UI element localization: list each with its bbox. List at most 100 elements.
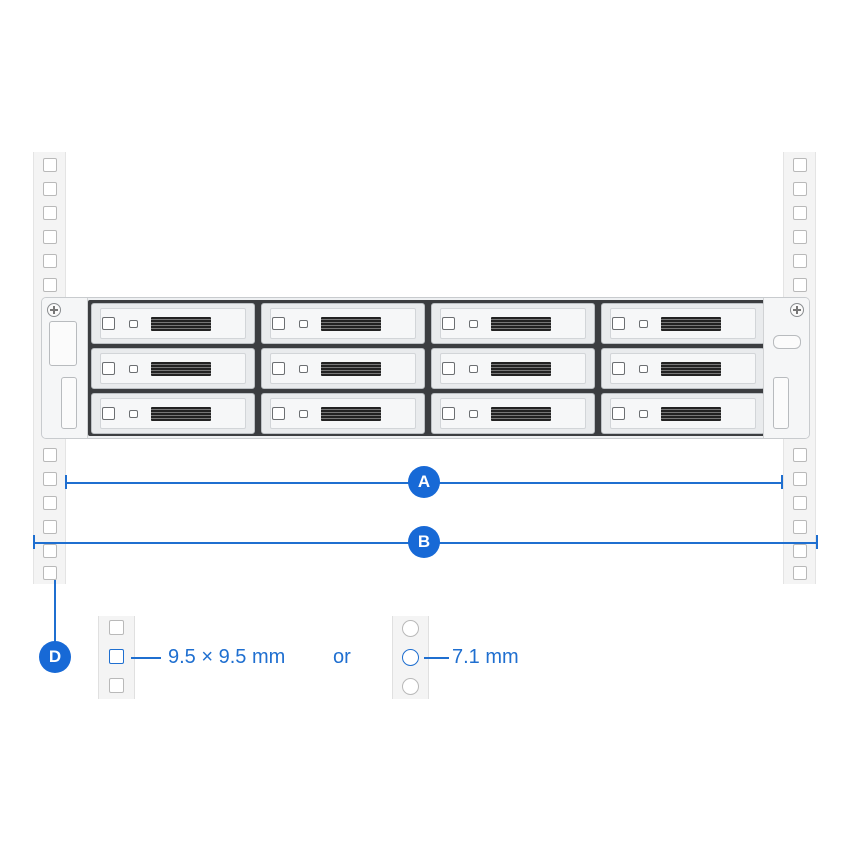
handle: [773, 377, 789, 429]
tray-vent-grille: [661, 317, 721, 331]
tray-led-icon: [299, 365, 308, 373]
tray-latch-icon: [442, 362, 455, 375]
rail-hole: [793, 278, 807, 292]
tray-latch-icon: [612, 317, 625, 330]
rail-hole: [793, 566, 807, 580]
round-hole: [402, 620, 419, 637]
rail-hole: [43, 158, 57, 172]
rail-hole: [43, 472, 57, 486]
handle: [61, 377, 77, 429]
square-hole-leader: [131, 657, 161, 659]
rail-hole: [793, 254, 807, 268]
tray-vent-grille: [321, 317, 381, 331]
tray-latch-icon: [442, 317, 455, 330]
tray-latch-icon: [272, 317, 285, 330]
square-hole: [109, 620, 124, 635]
screw-icon: [47, 303, 61, 317]
rail-hole: [43, 278, 57, 292]
tray-led-icon: [639, 320, 648, 328]
drive-tray: [91, 393, 255, 434]
tray-vent-grille: [661, 362, 721, 376]
tray-led-icon: [469, 320, 478, 328]
rackmount-nas-chassis: [41, 297, 810, 439]
tray-led-icon: [129, 410, 138, 418]
tray-latch-icon: [612, 407, 625, 420]
tray-vent-grille: [151, 362, 211, 376]
round-hole-leader: [424, 657, 449, 659]
rail-hole: [793, 544, 807, 558]
drive-tray: [91, 303, 255, 344]
tray-led-icon: [639, 410, 648, 418]
drive-tray: [601, 348, 765, 389]
tray-latch-icon: [272, 407, 285, 420]
tray-vent-grille: [491, 362, 551, 376]
square-hole: [109, 678, 124, 693]
dimension-d-badge: D: [39, 641, 71, 673]
tray-led-icon: [129, 320, 138, 328]
tray-led-icon: [129, 365, 138, 373]
tray-latch-icon: [102, 407, 115, 420]
drive-tray: [431, 303, 595, 344]
right-mounting-ear: [763, 298, 809, 438]
tray-face: [610, 353, 756, 384]
round-hole-size: 7.1 mm: [452, 646, 519, 668]
dimension-a-start-tick: [65, 475, 67, 489]
tray-led-icon: [299, 410, 308, 418]
tray-vent-grille: [321, 407, 381, 421]
dimension-d-leader: [54, 580, 56, 642]
square-hole-rail-detail: [98, 616, 135, 699]
tray-vent-grille: [321, 362, 381, 376]
drive-tray: [261, 348, 425, 389]
rail-hole: [43, 182, 57, 196]
rail-hole: [793, 206, 807, 220]
dimension-b-badge: B: [408, 526, 440, 558]
tray-led-icon: [299, 320, 308, 328]
rail-hole: [43, 254, 57, 268]
tray-vent-grille: [491, 407, 551, 421]
rail-hole: [793, 182, 807, 196]
dimension-b-start-tick: [33, 535, 35, 549]
drive-tray: [261, 303, 425, 344]
tray-latch-icon: [272, 362, 285, 375]
tray-latch-icon: [102, 317, 115, 330]
tray-vent-grille: [151, 317, 211, 331]
tray-vent-grille: [151, 407, 211, 421]
rail-hole: [43, 520, 57, 534]
tray-latch-icon: [612, 362, 625, 375]
power-button: [773, 335, 801, 349]
drive-tray: [431, 348, 595, 389]
round-hole-rail-detail: [392, 616, 429, 699]
rail-hole: [793, 472, 807, 486]
rail-hole: [793, 520, 807, 534]
drive-tray: [601, 303, 765, 344]
rail-hole: [43, 206, 57, 220]
rail-hole: [43, 496, 57, 510]
tray-led-icon: [639, 365, 648, 373]
tray-face: [610, 308, 756, 339]
tray-latch-icon: [102, 362, 115, 375]
rail-hole: [793, 496, 807, 510]
drive-bays: [88, 300, 765, 436]
tray-vent-grille: [661, 407, 721, 421]
square-hole-highlighted: [109, 649, 124, 664]
left-mounting-ear: [42, 298, 88, 438]
rail-hole: [793, 230, 807, 244]
tray-led-icon: [469, 365, 478, 373]
status-panel: [49, 321, 77, 366]
round-hole: [402, 678, 419, 695]
drive-tray: [261, 393, 425, 434]
screw-icon: [790, 303, 804, 317]
tray-vent-grille: [491, 317, 551, 331]
rail-hole: [43, 566, 57, 580]
rail-hole: [793, 448, 807, 462]
drive-tray: [431, 393, 595, 434]
rail-hole: [43, 230, 57, 244]
dimension-a-badge: A: [408, 466, 440, 498]
rail-hole: [793, 158, 807, 172]
drive-tray: [91, 348, 255, 389]
or-separator: or: [333, 646, 351, 668]
dimension-a-end-tick: [781, 475, 783, 489]
tray-led-icon: [469, 410, 478, 418]
round-hole-highlighted: [402, 649, 419, 666]
